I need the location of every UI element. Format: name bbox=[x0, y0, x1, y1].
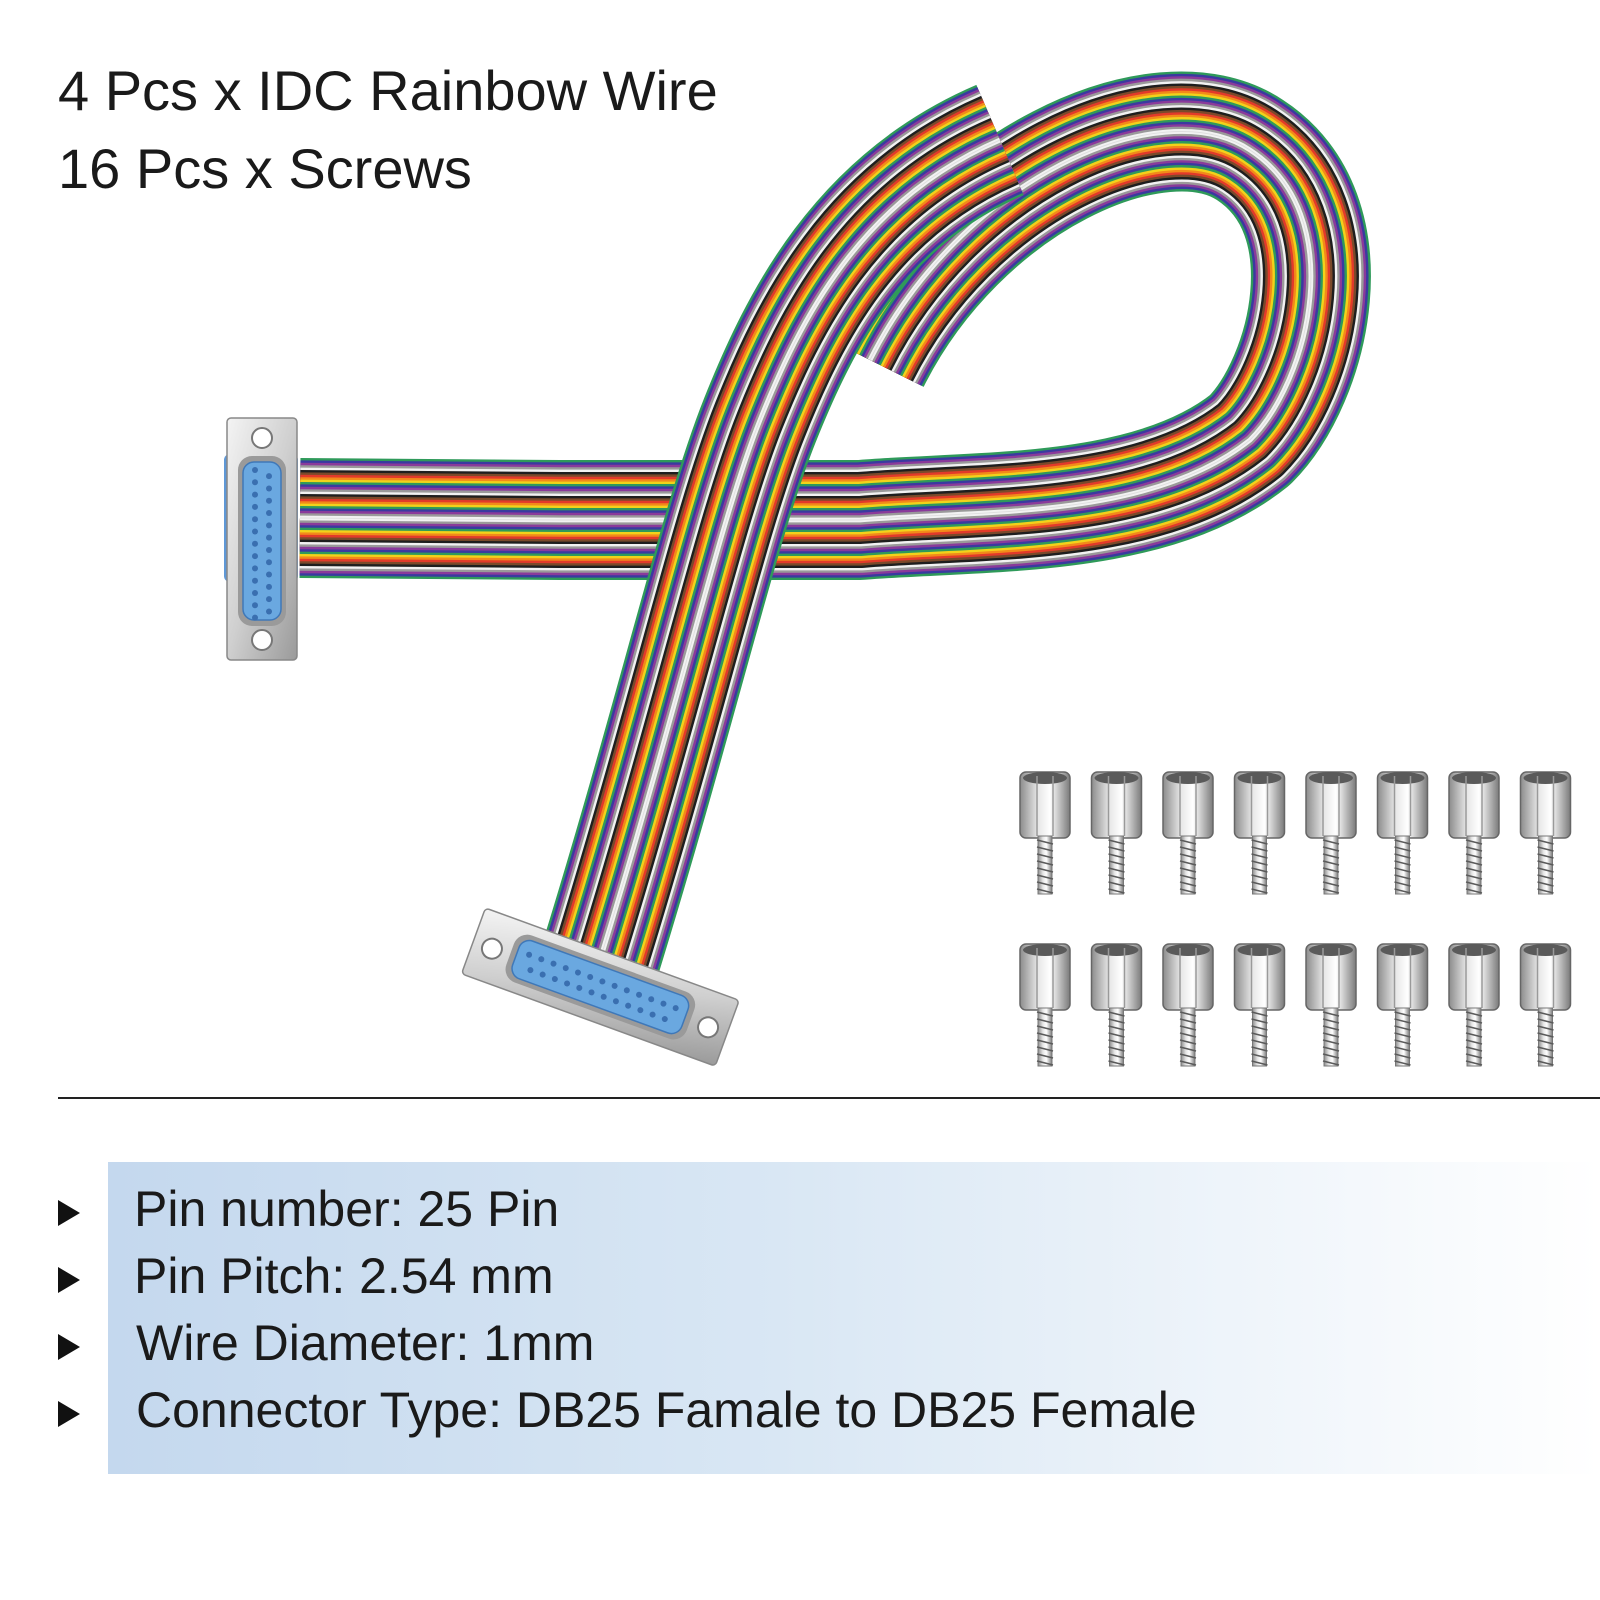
pin-hole bbox=[252, 602, 258, 609]
pin-hole bbox=[564, 980, 571, 987]
spec-pin-number: Pin number: 25 Pin bbox=[134, 1181, 560, 1237]
screw-icon bbox=[1162, 771, 1214, 895]
spec-row-pin-pitch: Pin Pitch: 2.54 mm bbox=[0, 1247, 1400, 1313]
screw-icon bbox=[1090, 771, 1143, 895]
screw-icon bbox=[1448, 943, 1500, 1067]
pin-hole bbox=[252, 467, 258, 473]
pin-hole bbox=[539, 971, 546, 978]
pin-hole bbox=[266, 485, 272, 492]
screw-icon bbox=[1305, 771, 1357, 895]
pin-hole bbox=[266, 497, 272, 504]
db25-connector-left bbox=[224, 417, 298, 661]
pin-hole bbox=[649, 1011, 656, 1018]
pin-hole bbox=[648, 996, 655, 1003]
bullet-triangle-icon bbox=[58, 1267, 80, 1293]
screw-icon bbox=[1305, 943, 1357, 1067]
divider bbox=[58, 1097, 1600, 1099]
spec-row-wire-diameter: Wire Diameter: 1mm bbox=[0, 1314, 1400, 1380]
screw-icon bbox=[1376, 943, 1429, 1067]
db25-connector-bottom bbox=[461, 908, 739, 1066]
pin-hole bbox=[252, 553, 258, 560]
screw-icon bbox=[1090, 943, 1143, 1067]
spec-row-connector-type: Connector Type: DB25 Famale to DB25 Fema… bbox=[0, 1381, 1400, 1447]
pin-hole bbox=[637, 1007, 644, 1014]
headline-line-2: 16 Pcs x Screws bbox=[58, 137, 472, 200]
screw-icon bbox=[1233, 943, 1286, 1067]
ribbon-back-segment bbox=[299, 71, 1371, 580]
screw-icon bbox=[1019, 943, 1071, 1067]
pin-hole bbox=[600, 993, 607, 1000]
screw-icon bbox=[1519, 771, 1572, 895]
pin-hole bbox=[266, 546, 272, 553]
pin-hole bbox=[527, 967, 534, 974]
pin-hole bbox=[252, 503, 258, 510]
pin-hole bbox=[660, 1000, 667, 1007]
pin-hole bbox=[266, 522, 272, 529]
headline: 4 Pcs x IDC Rainbow Wire 16 Pcs x Screws bbox=[58, 52, 718, 208]
pin-hole bbox=[266, 583, 272, 590]
pin-hole bbox=[266, 559, 272, 566]
pin-hole bbox=[562, 965, 569, 972]
pin-hole bbox=[625, 1002, 632, 1009]
spec-panel bbox=[108, 1162, 1600, 1474]
pin-hole bbox=[252, 590, 258, 596]
pin-hole bbox=[266, 608, 272, 615]
pin-hole bbox=[576, 984, 583, 991]
screw-icon bbox=[1019, 771, 1071, 895]
pin-hole bbox=[588, 989, 595, 996]
pin-hole bbox=[252, 528, 258, 535]
pin-hole bbox=[661, 1016, 668, 1023]
spec-wire-diameter: Wire Diameter: 1mm bbox=[136, 1315, 595, 1371]
headline-line-1: 4 Pcs x IDC Rainbow Wire bbox=[58, 59, 718, 122]
pin-hole bbox=[526, 951, 533, 958]
screw-icon bbox=[1448, 771, 1500, 895]
pin-hole bbox=[587, 973, 594, 980]
spec-row-pin-number: Pin number: 25 Pin bbox=[0, 1180, 1400, 1246]
pin-hole bbox=[252, 565, 258, 572]
pin-hole bbox=[252, 491, 258, 498]
pin-hole bbox=[612, 998, 619, 1005]
pin-hole bbox=[623, 987, 630, 994]
pin-hole bbox=[636, 991, 643, 998]
ribbon-front-segment bbox=[542, 84, 1025, 978]
spec-pin-pitch: Pin Pitch: 2.54 mm bbox=[134, 1248, 554, 1304]
spec-connector-type: Connector Type: DB25 Famale to DB25 Fema… bbox=[136, 1382, 1197, 1438]
pin-hole bbox=[551, 976, 558, 983]
screw-icon bbox=[1519, 943, 1572, 1067]
screws bbox=[1019, 771, 1572, 1067]
screw-icon bbox=[1162, 943, 1214, 1067]
pin-hole bbox=[266, 473, 272, 480]
pin-hole bbox=[611, 982, 618, 989]
pin-hole bbox=[672, 1005, 679, 1012]
pin-hole bbox=[266, 510, 272, 517]
pin-hole bbox=[599, 978, 606, 985]
screw-icon bbox=[1376, 771, 1429, 895]
pin-hole bbox=[252, 577, 258, 584]
screw-icon bbox=[1233, 771, 1286, 895]
ribbon-cable bbox=[299, 71, 1371, 978]
pin-hole bbox=[538, 956, 545, 963]
pin-hole bbox=[574, 969, 581, 976]
pin-hole bbox=[252, 614, 258, 621]
bullet-triangle-icon bbox=[58, 1200, 80, 1226]
bullet-triangle-icon bbox=[58, 1401, 80, 1427]
pin-hole bbox=[252, 479, 258, 486]
pin-hole bbox=[266, 596, 272, 603]
pin-hole bbox=[252, 516, 258, 523]
pin-hole bbox=[266, 534, 272, 541]
product-illustration bbox=[224, 71, 1572, 1067]
pin-hole bbox=[266, 571, 272, 578]
pin-hole bbox=[252, 540, 258, 547]
pin-hole bbox=[550, 960, 557, 967]
bullet-triangle-icon bbox=[58, 1334, 80, 1360]
